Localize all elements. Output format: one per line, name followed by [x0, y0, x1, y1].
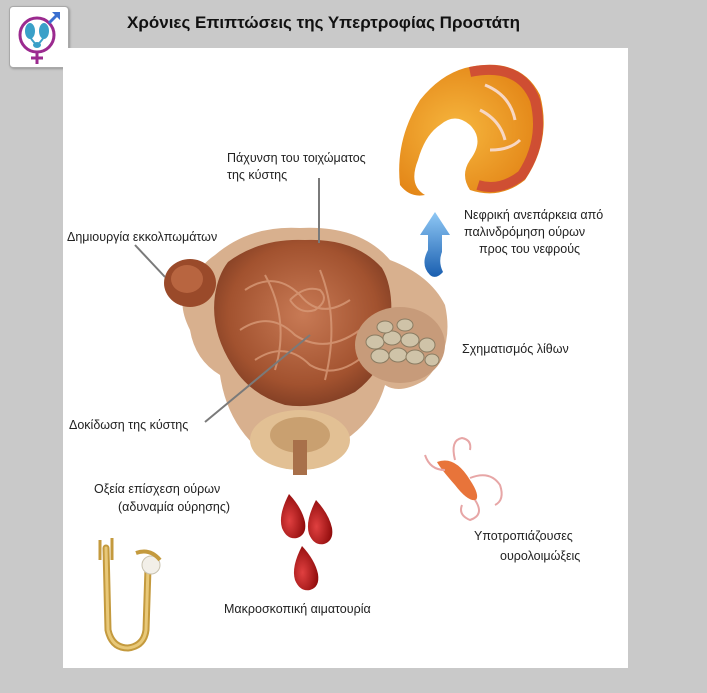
label-wall-thickening-line1: Πάχυνση του τοιχώματος	[227, 151, 366, 165]
blood-drop-icon	[280, 494, 333, 591]
label-renal-failure-line3: προς του νεφρούς	[479, 242, 581, 256]
trabeculation-pointer	[204, 334, 311, 423]
label-diverticula: Δημιουργία εκκολπωμάτων	[67, 230, 218, 244]
kidney-illustration	[399, 64, 544, 196]
site-logo[interactable]	[9, 6, 69, 68]
diverticula-pointer	[134, 244, 166, 278]
up-arrow-icon	[420, 212, 450, 277]
label-renal-failure-line1: Νεφρική ανεπάρκεια από	[464, 208, 604, 222]
label-hematuria: Μακροσκοπική αιματουρία	[224, 602, 371, 616]
label-infections-line1: Υποτροπιάζουσες	[474, 529, 573, 543]
label-infections-line2: ουρολοιμώξεις	[500, 549, 581, 563]
label-renal-failure-line2: παλινδρόμηση ούρων	[464, 225, 586, 239]
logo-gender-kidney-icon	[18, 12, 60, 64]
label-retention-line2: (αδυναμία ούρησης)	[118, 500, 231, 514]
label-stones: Σχηματισμός λίθων	[462, 342, 569, 356]
bladder-illustration-body	[164, 227, 448, 475]
bacteria-icon	[424, 436, 503, 522]
label-retention-line1: Οξεία επίσχεση ούρων	[94, 482, 221, 496]
label-wall-thickening-line2: της κύστης	[227, 168, 288, 182]
page-title: Χρόνιες Επιπτώσεις της Υπερτροφίας Προστ…	[127, 13, 521, 32]
catheter-icon	[98, 538, 162, 652]
label-trabeculation: Δοκίδωση της κύστης	[69, 418, 189, 432]
